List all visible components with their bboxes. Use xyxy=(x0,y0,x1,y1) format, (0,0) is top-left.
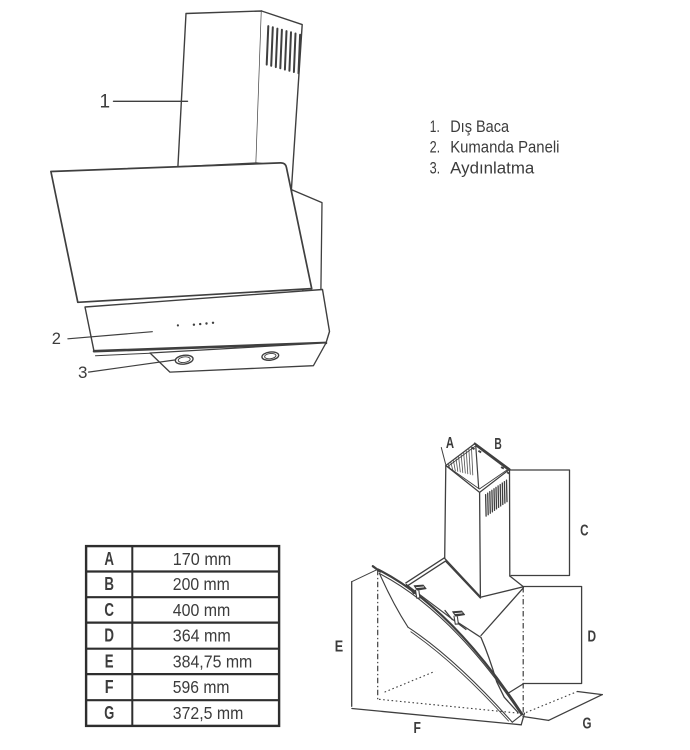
svg-text:C: C xyxy=(104,599,114,620)
svg-text:B: B xyxy=(494,436,501,453)
svg-text:A: A xyxy=(446,435,455,452)
svg-text:E: E xyxy=(105,650,114,671)
svg-text:3.: 3. xyxy=(430,159,441,177)
svg-text:E: E xyxy=(335,638,344,655)
svg-text:F: F xyxy=(414,720,422,737)
svg-text:1: 1 xyxy=(100,91,111,112)
svg-text:170 mm: 170 mm xyxy=(173,549,232,569)
svg-text:C: C xyxy=(580,523,589,540)
svg-text:364 mm: 364 mm xyxy=(173,625,231,645)
svg-text:3: 3 xyxy=(78,363,87,382)
svg-text:G: G xyxy=(104,702,114,723)
svg-text:200 mm: 200 mm xyxy=(173,574,230,594)
svg-text:2.: 2. xyxy=(430,138,441,156)
svg-text:B: B xyxy=(104,573,114,594)
svg-text:384,75 mm: 384,75 mm xyxy=(173,651,253,671)
svg-text:D: D xyxy=(588,629,597,646)
svg-text:Aydınlatma: Aydınlatma xyxy=(450,159,535,177)
svg-text:1.: 1. xyxy=(430,118,440,136)
svg-text:A: A xyxy=(104,548,114,569)
svg-text:400 mm: 400 mm xyxy=(173,600,231,620)
svg-text:Dış Baca: Dış Baca xyxy=(450,118,510,136)
svg-text:G: G xyxy=(583,716,592,733)
svg-text:Kumanda Paneli: Kumanda Paneli xyxy=(450,138,559,156)
svg-text:D: D xyxy=(104,624,114,645)
svg-text:2: 2 xyxy=(52,330,61,348)
svg-text:F: F xyxy=(105,676,114,697)
svg-text:372,5 mm: 372,5 mm xyxy=(173,703,244,723)
svg-text:596 mm: 596 mm xyxy=(173,677,230,697)
